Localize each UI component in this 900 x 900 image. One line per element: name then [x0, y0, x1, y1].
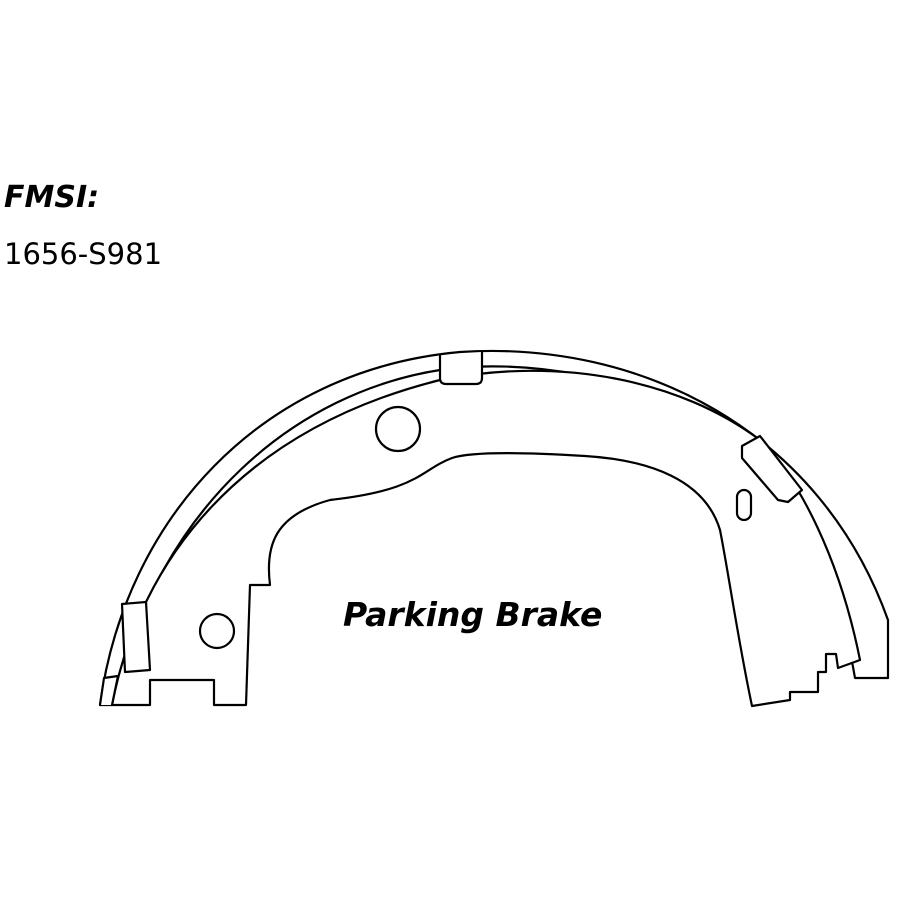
fmsi-heading: FMSI:: [4, 180, 100, 215]
shoe-web: [110, 369, 862, 708]
left-tab: [120, 600, 152, 674]
upper-spring-hole: [374, 405, 422, 453]
right-tab: [740, 434, 804, 504]
adjuster-slot: [735, 488, 753, 522]
part-label: Parking Brake: [343, 595, 603, 634]
fmsi-number: 1656-S981: [4, 237, 163, 271]
left-lining-step: [98, 674, 120, 707]
upper-tab: [438, 350, 484, 386]
lower-spring-hole: [198, 612, 236, 650]
